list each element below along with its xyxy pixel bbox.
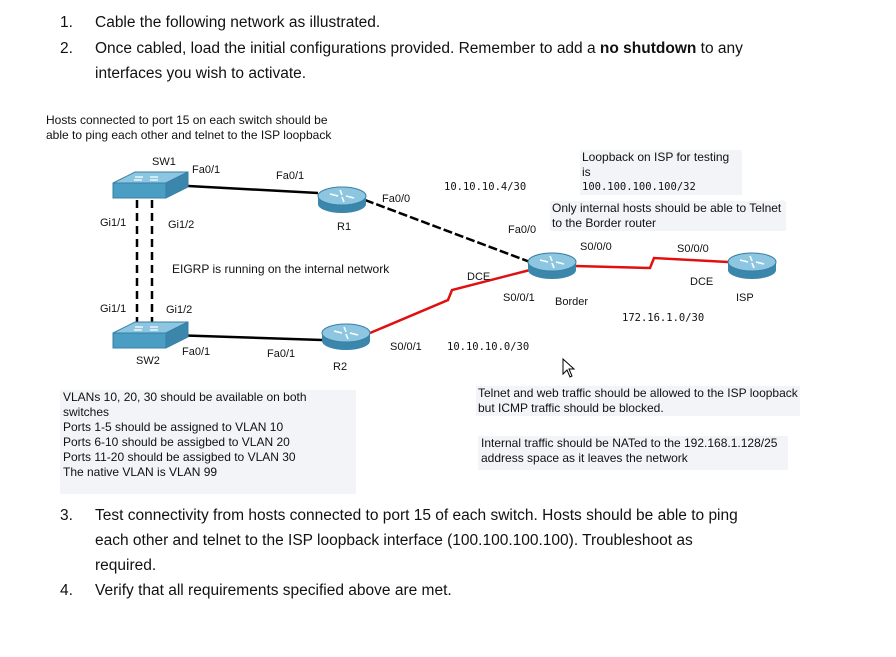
instruction-line: each other and telnet to the ISP loopbac… bbox=[95, 532, 693, 549]
port-label: S0/0/0 bbox=[677, 243, 709, 255]
port-label: S0/0/1 bbox=[503, 292, 535, 304]
port-label: Gi1/1 bbox=[100, 217, 127, 229]
note-line: Ports 11-20 should be assigbed to VLAN 3… bbox=[63, 450, 296, 464]
switch-icon bbox=[112, 321, 189, 349]
instruction-number: 1. bbox=[60, 14, 73, 31]
device-label-isp: ISP bbox=[736, 292, 754, 304]
instruction-text: Once cabled, load the initial configurat… bbox=[95, 36, 825, 86]
instruction-text: Test connectivity from hosts connected t… bbox=[95, 503, 825, 578]
device-label-sw2: SW2 bbox=[136, 355, 160, 367]
note-line: Hosts connected to port 15 on each switc… bbox=[46, 113, 328, 127]
note-line: The native VLAN is VLAN 99 bbox=[63, 465, 218, 479]
instruction-text: Cable the following network as illustrat… bbox=[95, 14, 381, 31]
router-icon bbox=[527, 252, 577, 279]
network-label-r2-border: 10.10.10.0/30 bbox=[447, 341, 530, 353]
link-sw1-r1 bbox=[169, 183, 319, 195]
router-icon bbox=[727, 252, 777, 279]
port-label: Fa0/1 bbox=[182, 346, 211, 358]
note-line: Ports 6-10 should be assigbed to VLAN 20 bbox=[63, 435, 290, 449]
note-isp-loopback: Loopback on ISP for testing is 100.100.1… bbox=[580, 150, 742, 195]
note-line: VLANs 10, 20, 30 should be available on … bbox=[63, 390, 307, 419]
port-label: Gi1/2 bbox=[168, 219, 195, 231]
instruction-text-line2: interfaces you wish to activate. bbox=[95, 65, 307, 82]
note-telnet-border: Only internal hosts should be able to Te… bbox=[550, 201, 786, 231]
port-label: Fa0/1 bbox=[267, 348, 296, 360]
note-line: Internal traffic should be NATed to the … bbox=[481, 436, 778, 450]
note-line: Ports 1-5 should be assigned to VLAN 10 bbox=[63, 420, 284, 434]
switch-icon bbox=[112, 171, 189, 199]
note-hosts-ping: Hosts connected to port 15 on each switc… bbox=[46, 113, 346, 143]
link-border-isp-serial bbox=[574, 256, 729, 270]
instruction-text-after: to any bbox=[696, 40, 743, 57]
network-label-r1-border: 10.10.10.4/30 bbox=[444, 181, 527, 193]
port-label: S0/0/0 bbox=[580, 241, 612, 253]
device-label-sw1: SW1 bbox=[152, 156, 176, 168]
instruction-line: Test connectivity from hosts connected t… bbox=[95, 507, 738, 524]
link-r1-border bbox=[364, 198, 531, 264]
device-label-border: Border bbox=[555, 296, 589, 308]
instruction-number: 2. bbox=[60, 40, 73, 57]
port-label: Fa0/0 bbox=[508, 224, 537, 236]
device-label-r2: R2 bbox=[333, 361, 348, 373]
instruction-bold-command: no shutdown bbox=[599, 40, 697, 57]
note-eigrp: EIGRP is running on the internal network bbox=[172, 262, 390, 276]
instruction-number: 3. bbox=[60, 507, 73, 524]
note-web-traffic: Telnet and web traffic should be allowed… bbox=[476, 386, 800, 416]
link-r2-border-serial bbox=[369, 268, 531, 335]
dce-label: DCE bbox=[467, 271, 491, 283]
cursor-icon bbox=[562, 357, 576, 378]
note-line: but ICMP traffic should be blocked. bbox=[478, 401, 664, 415]
note-line: to the Border router bbox=[552, 216, 657, 230]
note-line: 100.100.100.100/32 bbox=[582, 181, 696, 193]
note-nat: Internal traffic should be NATed to the … bbox=[478, 436, 788, 470]
instruction-number: 4. bbox=[60, 582, 73, 599]
instruction-text: Verify that all requirements specified a… bbox=[95, 582, 452, 599]
instruction-line: required. bbox=[95, 557, 157, 574]
router-icon bbox=[321, 323, 371, 350]
port-label: S0/0/1 bbox=[390, 341, 422, 353]
port-label: Fa0/1 bbox=[276, 170, 305, 182]
network-label-border-isp: 172.16.1.0/30 bbox=[622, 312, 705, 324]
note-line: able to ping each other and telnet to th… bbox=[46, 128, 332, 142]
port-label: Gi1/2 bbox=[166, 304, 193, 316]
note-line: Only internal hosts should be able to Te… bbox=[552, 201, 782, 215]
note-vlans: VLANs 10, 20, 30 should be available on … bbox=[60, 390, 356, 494]
router-icon bbox=[317, 186, 367, 213]
note-line: Loopback on ISP for testing is bbox=[582, 150, 730, 179]
port-label: Gi1/1 bbox=[100, 303, 127, 315]
dce-label: DCE bbox=[690, 276, 714, 288]
link-sw2-r2 bbox=[169, 333, 323, 342]
note-line: Telnet and web traffic should be allowed… bbox=[478, 386, 798, 400]
note-line: address space as it leaves the network bbox=[481, 451, 688, 465]
port-label: Fa0/0 bbox=[382, 193, 411, 205]
instruction-text-before: Once cabled, load the initial configurat… bbox=[95, 40, 600, 57]
port-label: Fa0/1 bbox=[192, 164, 221, 176]
device-label-r1: R1 bbox=[337, 221, 352, 233]
